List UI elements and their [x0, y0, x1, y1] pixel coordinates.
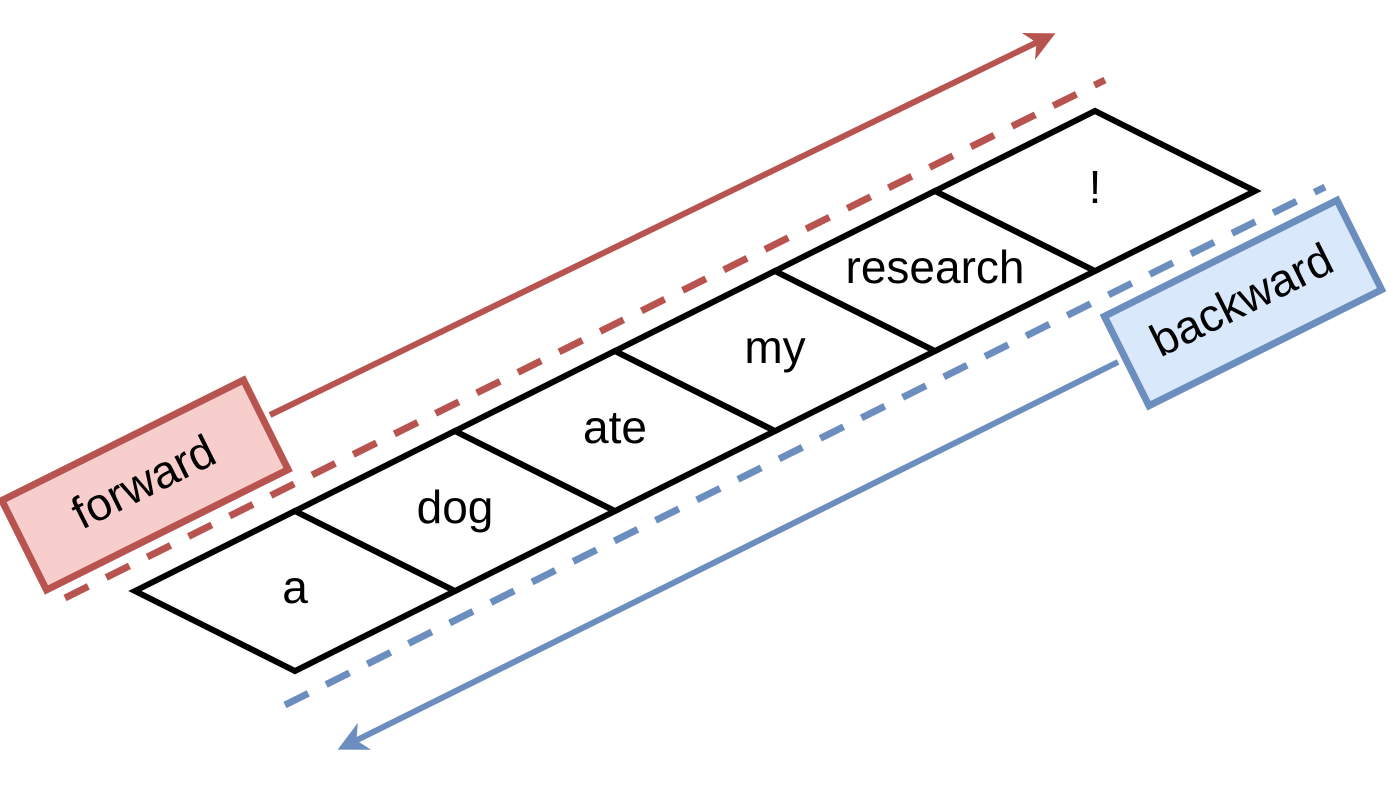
token-strip: a dog ate my research! — [128, 107, 1262, 675]
forward-dashed-line — [63, 76, 1107, 602]
token-label: a — [282, 561, 308, 613]
backward-label-rect — [1099, 195, 1387, 411]
token-cell — [928, 107, 1262, 275]
forward-label-rect — [0, 375, 293, 595]
token-label: ! — [1089, 161, 1102, 213]
token-label: dog — [417, 481, 494, 533]
token-label: research — [846, 241, 1025, 293]
token-label: ate — [583, 401, 647, 453]
token-label: my — [744, 321, 805, 373]
forward-arrow — [268, 32, 1056, 418]
backward-arrow — [337, 359, 1120, 750]
backward-dashed-line — [283, 183, 1327, 709]
